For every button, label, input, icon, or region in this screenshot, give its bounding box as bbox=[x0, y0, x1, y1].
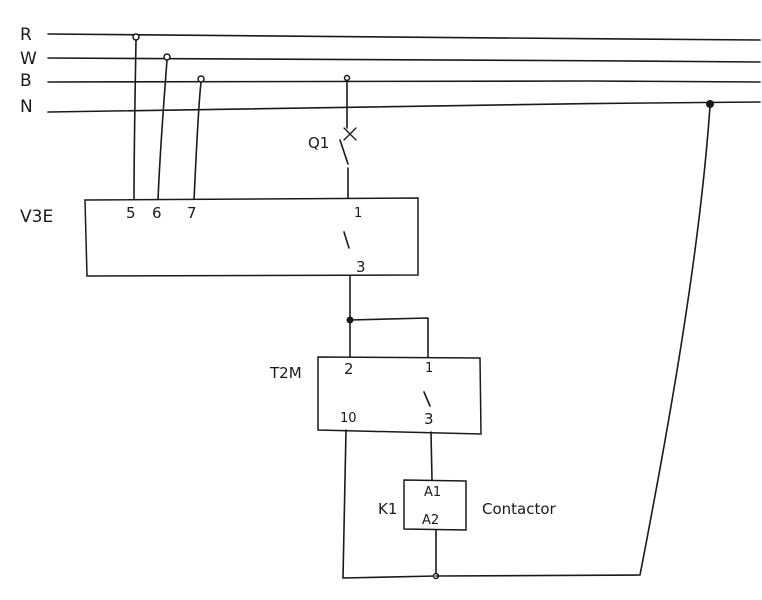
breaker-q1-label: Q1 bbox=[308, 134, 329, 152]
bus-line-r bbox=[47, 33, 761, 41]
contactor-terminal-a1: A1 bbox=[424, 485, 441, 500]
q1-switch-blade bbox=[339, 139, 349, 165]
v3e-label: V3E bbox=[20, 207, 53, 227]
v3e-terminal-7: 7 bbox=[187, 204, 197, 222]
contactor-terminal-a2: A2 bbox=[422, 513, 439, 528]
v3e-terminal-6: 6 bbox=[152, 204, 162, 222]
t2m-terminal-10: 10 bbox=[340, 411, 357, 426]
bus-label-r: R bbox=[20, 25, 32, 45]
wire-w-to-v3e-6 bbox=[157, 59, 168, 201]
junction-w-tap bbox=[163, 53, 171, 61]
v3e-box bbox=[84, 197, 419, 277]
t2m-box bbox=[317, 356, 482, 435]
bus-label-b: B bbox=[20, 71, 32, 91]
junction-r-tap bbox=[132, 33, 140, 41]
wire-b-to-v3e-7 bbox=[193, 81, 202, 201]
v3e-terminal-1: 1 bbox=[354, 206, 362, 221]
wire-t2m-3-to-a1 bbox=[430, 431, 433, 481]
wire-return-to-neutral bbox=[435, 105, 711, 577]
wire-t2m-10-return bbox=[342, 429, 437, 579]
t2m-internal-contact bbox=[423, 391, 431, 407]
junction-n-tap bbox=[706, 100, 714, 108]
contactor-tag: K1 bbox=[378, 500, 397, 518]
t2m-label: T2M bbox=[269, 364, 302, 382]
bus-label-n: N bbox=[20, 97, 33, 117]
bus-line-n bbox=[47, 101, 761, 113]
q1-trip-mark bbox=[343, 127, 357, 141]
contactor-description: Contactor bbox=[482, 500, 557, 518]
v3e-terminal-5: 5 bbox=[126, 204, 136, 222]
t2m-terminal-2: 2 bbox=[344, 360, 354, 378]
bus-line-b bbox=[47, 79, 761, 83]
wire-r-to-v3e-5 bbox=[133, 39, 137, 201]
t2m-terminal-1: 1 bbox=[425, 361, 433, 376]
bus-label-w: W bbox=[20, 49, 37, 69]
v3e-terminal-3: 3 bbox=[356, 258, 366, 276]
junction-b-tap bbox=[197, 75, 205, 83]
bus-line-w bbox=[47, 57, 761, 63]
v3e-internal-contact bbox=[343, 231, 350, 249]
contactor-coil-box bbox=[403, 479, 467, 531]
wire-t2m-bridge bbox=[349, 317, 429, 359]
t2m-terminal-3: 3 bbox=[424, 410, 434, 428]
